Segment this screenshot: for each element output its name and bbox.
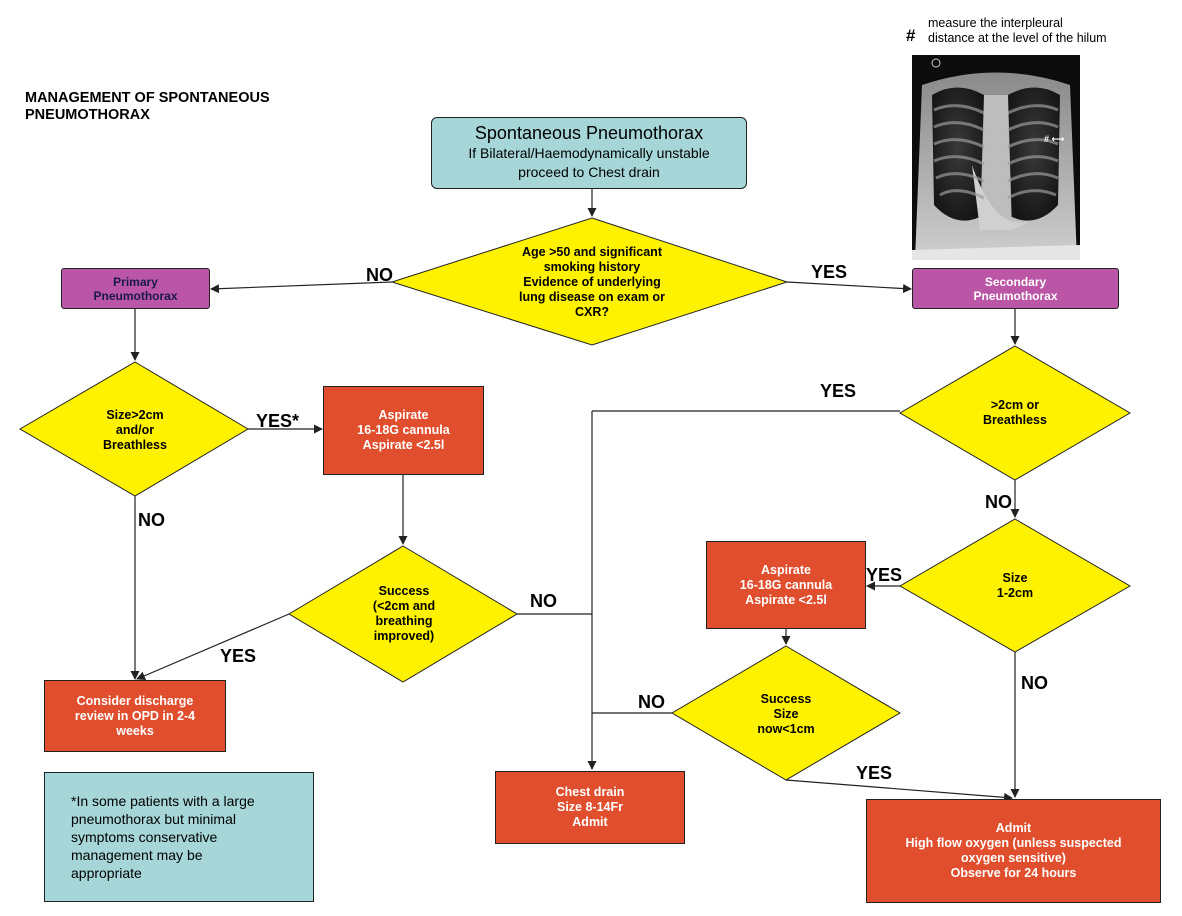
decision-success-primary-text: Success (<2cm and breathing improved) xyxy=(343,582,465,646)
secondary-line: Secondary xyxy=(984,274,1047,289)
aspirate-line: 16-18G cannula xyxy=(739,577,833,592)
chest-drain-line: Size 8-14Fr xyxy=(556,800,623,814)
start-box: Spontaneous Pneumothorax If Bilateral/Ha… xyxy=(431,117,747,189)
start-heading: Spontaneous Pneumothorax xyxy=(474,123,704,143)
aspirate-line: Aspirate xyxy=(378,408,429,422)
decision-age-diamond xyxy=(390,217,789,346)
decision-size-secondary-text: >2cm or Breathless xyxy=(955,396,1075,430)
decision-line: Breathless xyxy=(103,437,167,452)
edge-label-yes: YES xyxy=(866,565,903,585)
xray-note-line: distance at the level of the hilum xyxy=(928,31,1107,45)
footnote-line: pneumothorax but minimal xyxy=(71,811,236,827)
decision-line: (<2cm and xyxy=(372,599,436,613)
primary-line: Primary xyxy=(113,274,158,289)
edge-label-yes: YES xyxy=(856,763,893,783)
start-line: proceed to Chest drain xyxy=(518,164,660,180)
footnote-line: *In some patients with a large xyxy=(71,793,255,809)
chest-xray-image: # ⟷ xyxy=(912,55,1080,260)
edge-label-no: NO xyxy=(138,510,165,530)
title-line: PNEUMOTHORAX xyxy=(25,107,150,123)
decision-size-1-2-text: Size 1-2cm xyxy=(965,569,1065,603)
edge-label-no: NO xyxy=(530,591,557,611)
decision-age-text: Age >50 and significant smoking history … xyxy=(482,242,702,322)
edge-label-no: NO xyxy=(638,692,665,712)
decision-line: 1-2cm xyxy=(996,586,1034,600)
decision-line: Size xyxy=(773,706,799,721)
chest-drain-box: Chest drain Size 8-14Fr Admit xyxy=(495,771,685,844)
aspirate-primary-box: Aspirate 16-18G cannula Aspirate <2.5l xyxy=(323,386,484,475)
page-title: MANAGEMENT OF SPONTANEOUS PNEUMOTHORAX xyxy=(25,90,270,124)
footnote-line: symptoms conservative xyxy=(71,829,218,845)
edge-label-no: NO xyxy=(1021,673,1048,693)
aspirate-secondary-box: Aspirate 16-18G cannula Aspirate <2.5l xyxy=(706,541,866,629)
edge-label-no: NO xyxy=(366,265,393,285)
edge-label-no: NO xyxy=(985,492,1012,512)
decision-line: Size>2cm xyxy=(106,407,164,422)
decision-line: breathing xyxy=(375,614,433,628)
edge-label-yes-star: YES* xyxy=(256,411,300,431)
aspirate-line: Aspirate <2.5l xyxy=(745,592,827,607)
edge-label-yes: YES xyxy=(811,262,848,282)
aspirate-line: Aspirate xyxy=(760,562,812,577)
admit-line: Observe for 24 hours xyxy=(950,866,1077,880)
discharge-line: Consider discharge xyxy=(76,693,194,708)
decision-line: Age >50 and significant xyxy=(522,244,662,259)
discharge-line: weeks xyxy=(116,723,154,738)
footnote-line: appropriate xyxy=(71,865,142,881)
decision-success-secondary-text: Success Size now<1cm xyxy=(736,689,836,739)
footnote-box: *In some patients with a large pneumotho… xyxy=(44,772,314,902)
decision-line: lung disease on exam or xyxy=(519,289,665,304)
secondary-pneumothorax-box: Secondary Pneumothorax xyxy=(912,268,1119,309)
aspirate-line: Aspirate <2.5l xyxy=(362,438,445,452)
edge-label-yes: YES xyxy=(820,381,857,401)
decision-line: improved) xyxy=(373,629,435,643)
start-line: If Bilateral/Haemodynamically unstable xyxy=(468,145,710,161)
secondary-line: Pneumothorax xyxy=(973,288,1058,303)
xray-note-line: measure the interpleural xyxy=(928,16,1063,30)
admit-line: oxygen sensitive) xyxy=(961,851,1066,865)
decision-line: Success xyxy=(378,584,430,598)
decision-line: and/or xyxy=(115,422,155,437)
admit-line: High flow oxygen (unless suspected xyxy=(905,836,1122,850)
decision-success-primary-diamond xyxy=(288,545,518,683)
decision-line: Success xyxy=(760,691,812,706)
chest-drain-line: Chest drain xyxy=(555,785,625,799)
primary-line: Pneumothorax xyxy=(93,288,178,303)
discharge-line: review in OPD in 2-4 xyxy=(74,708,196,723)
decision-line: smoking history xyxy=(543,259,641,274)
chest-drain-line: Admit xyxy=(572,815,608,829)
decision-line: Size xyxy=(1002,571,1028,585)
footnote-line: management may be xyxy=(71,847,203,863)
hash-symbol: # xyxy=(906,26,916,45)
decision-line: >2cm or xyxy=(990,398,1040,412)
edge-label-yes: YES xyxy=(220,646,257,666)
decision-size-primary-text: Size>2cm and/or Breathless xyxy=(70,405,200,455)
decision-line: now<1cm xyxy=(757,721,815,736)
title-line: MANAGEMENT OF SPONTANEOUS xyxy=(25,90,270,106)
admit-line: Admit xyxy=(995,821,1032,835)
decision-line: Breathless xyxy=(983,413,1047,427)
aspirate-line: 16-18G cannula xyxy=(357,423,450,437)
admit-box: Admit High flow oxygen (unless suspected… xyxy=(866,799,1161,903)
decision-line: Evidence of underlying xyxy=(523,274,661,289)
discharge-box: Consider discharge review in OPD in 2-4 … xyxy=(44,680,226,752)
xray-measure-marker: # ⟷ xyxy=(1044,134,1065,144)
decision-line: CXR? xyxy=(574,304,610,319)
primary-pneumothorax-box: Primary Pneumothorax xyxy=(61,268,210,309)
